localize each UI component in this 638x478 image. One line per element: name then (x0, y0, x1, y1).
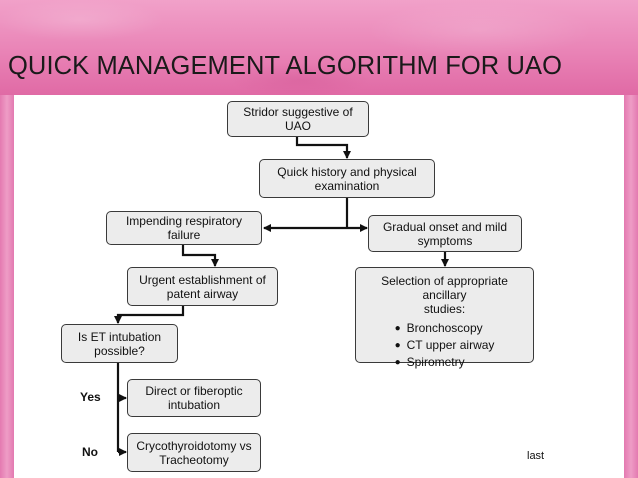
ancillary-item-label: Bronchoscopy (406, 321, 483, 335)
ancillary-study-list: ● Bronchoscopy ● CT upper airway ● Spiromet… (395, 320, 495, 371)
list-item: ● CT upper airway (395, 337, 495, 354)
box-impending: Impending respiratory failure (106, 211, 262, 245)
box-gradual-text: Gradual onset and mild symptoms (382, 219, 508, 248)
header-band (0, 0, 638, 95)
bullet-icon: ● (394, 357, 401, 368)
box-direct-text: Direct or fiberoptic intubation (145, 384, 243, 412)
box-stridor-text: Stridor suggestive of UAO (243, 105, 353, 133)
box-gradual: Gradual onset and mild symptoms (368, 215, 522, 252)
ancillary-item-label: Spirometry (406, 355, 465, 369)
box-ancillary: Selection of appropriate ancillary studi… (355, 267, 534, 369)
ancillary-item-label: CT upper airway (406, 338, 495, 352)
arrow-stridor-to-history (295, 137, 351, 159)
list-item: ● Spirometry (395, 354, 495, 371)
box-stridor: Stridor suggestive of UAO (227, 101, 369, 137)
box-history-text: Quick history and physical examination (277, 164, 417, 193)
box-et-question: Is ET intubation possible? (61, 324, 178, 363)
arrow-urgent-to-et (114, 306, 185, 324)
right-decor-strip (624, 95, 638, 478)
box-urgent: Urgent establishment of patent airway (127, 267, 278, 306)
no-label: No (82, 445, 98, 459)
box-cricothyroidotomy: Crycothyroidotomy vs Tracheotomy (127, 433, 261, 472)
list-item: ● Bronchoscopy (395, 320, 495, 337)
box-history: Quick history and physical examination (259, 159, 435, 198)
yes-label: Yes (80, 390, 101, 404)
arrow-impending-to-urgent (181, 245, 219, 267)
box-et-question-text: Is ET intubation possible? (77, 329, 162, 358)
slide-title: QUICK MANAGEMENT ALGORITHM FOR UAO (8, 52, 563, 80)
bullet-icon: ● (394, 323, 401, 334)
box-urgent-text: Urgent establishment of patent airway (139, 272, 266, 301)
slide-note: last (527, 450, 545, 462)
box-direct-intubation: Direct or fiberoptic intubation (127, 379, 261, 417)
left-decor-strip (0, 95, 14, 478)
box-ancillary-title: Selection of appropriate ancillary studi… (381, 274, 508, 316)
box-impending-text: Impending respiratory failure (125, 214, 243, 242)
box-crico-text: Crycothyroidotomy vs Tracheotomy (136, 438, 252, 467)
bullet-icon: ● (394, 340, 401, 351)
